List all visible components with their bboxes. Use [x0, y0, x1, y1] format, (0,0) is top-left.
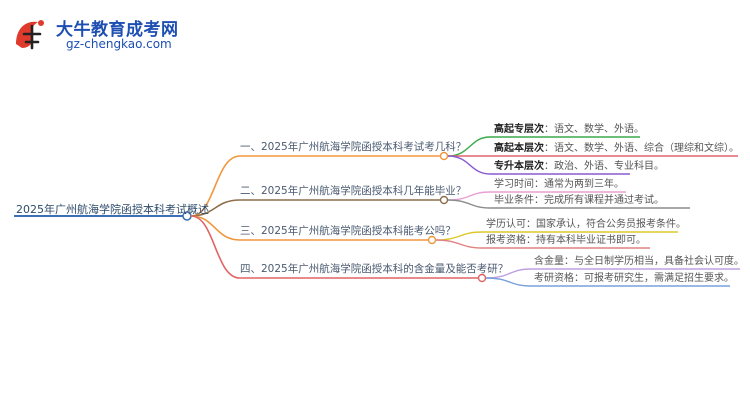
- leaf-3-2: 报考资格：持有本科毕业证书即可。: [486, 235, 646, 246]
- branch-2-label: 二、2025年广州航海学院函授本科几年能毕业？: [240, 185, 467, 197]
- leaf-3-1: 学历认可：国家承认，符合公务员报考条件。: [486, 219, 686, 230]
- branch-2-dot: [439, 195, 449, 205]
- branch-3-dot: [427, 235, 437, 245]
- leaf-4-2-line: [485, 277, 730, 287]
- logo-title: 大牛教育成考网: [56, 20, 179, 40]
- leaf-4-1: 含金量：与全日制学历相当，具备社会认可度。: [534, 256, 744, 267]
- leaf-1-3-text: ：政治、外语、专业科目。: [544, 161, 664, 172]
- leaf-1-1-text: ：语文、数学、外语。: [544, 124, 644, 135]
- branch-1-label: 一、2025年广州航海学院函授本科考试考几科？: [240, 141, 467, 153]
- branch-1-dot: [439, 151, 449, 161]
- leaf-2-2-line: [447, 199, 690, 209]
- leaf-1-3-line: [447, 155, 630, 175]
- leaf-1-2-text: ：语文、数学、外语、综合（理综和文综）。: [544, 143, 739, 154]
- site-logo[interactable]: 大牛教育成考网 gz-chengkao.com: [10, 12, 178, 56]
- branch-2-line: [190, 199, 440, 217]
- branch-3-label: 三、2025年广州航海学院函授本科能考公吗？: [240, 225, 456, 237]
- leaf-2-1: 学习时间：通常为两到三年。: [494, 179, 624, 190]
- bull-logo-icon: [16, 20, 44, 50]
- logo-url: gz-chengkao.com: [66, 37, 172, 51]
- leaf-1-1-key: 高起专层次: [494, 124, 544, 135]
- leaf-3-2-line: [435, 239, 650, 249]
- leaf-1-3-key: 专升本层次: [494, 161, 544, 172]
- leaf-1-2-key: 高起本层次: [494, 143, 544, 154]
- leaf-1-2: 高起本层次：语文、数学、外语、综合（理综和文综）。: [494, 142, 739, 155]
- leaf-1-1: 高起专层次：语文、数学、外语。: [494, 123, 644, 136]
- branch-4-line: [190, 215, 478, 279]
- leaf-4-2: 考研资格：可报考研究生，需满足招生要求。: [534, 273, 734, 284]
- branch-3-line: [190, 215, 428, 241]
- leaf-1-3: 专升本层次：政治、外语、专业科目。: [494, 160, 664, 173]
- leaf-2-2: 毕业条件：完成所有课程并通过考试。: [494, 195, 664, 206]
- branch-1-line: [190, 155, 440, 217]
- branch-4-label: 四、2025年广州航海学院函授本科的含金量及能否考研？: [240, 263, 509, 275]
- mindmap-root: 2025年广州航海学院函授本科考试概述: [16, 203, 209, 216]
- branch-4-dot: [477, 273, 487, 283]
